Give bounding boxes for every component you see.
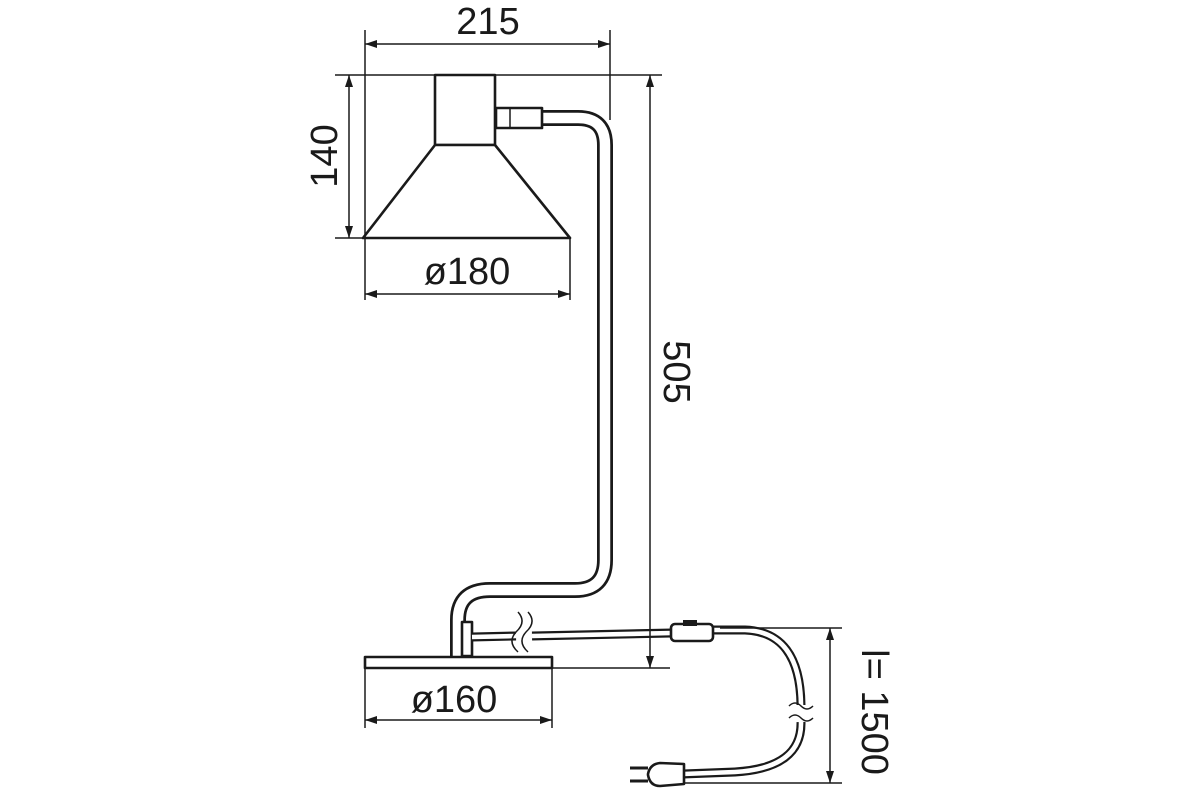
power-plug bbox=[630, 761, 686, 788]
lamp-base bbox=[363, 655, 554, 670]
dimension-base-diameter: ø160 bbox=[365, 679, 552, 724]
cord-length-label: l= 1500 bbox=[853, 649, 895, 775]
cord-entry bbox=[460, 620, 474, 658]
lamp-socket bbox=[433, 73, 497, 147]
dimension-shade-height: 140 bbox=[304, 75, 353, 238]
inline-switch bbox=[669, 620, 715, 643]
dimension-overall-width: 215 bbox=[365, 1, 610, 48]
lamp-arm bbox=[450, 110, 613, 658]
dimension-cord-length: l= 1500 bbox=[826, 628, 895, 783]
base-diameter-label: ø160 bbox=[411, 679, 498, 721]
lamp-shade bbox=[361, 143, 572, 240]
dimension-overall-height: 505 bbox=[646, 75, 697, 668]
shade-height-label: 140 bbox=[304, 124, 346, 187]
dimension-shade-diameter: ø180 bbox=[365, 251, 570, 298]
overall-height-label: 505 bbox=[655, 340, 697, 403]
arm-joint bbox=[494, 106, 544, 130]
lamp-head bbox=[361, 73, 572, 240]
cord-break-marks bbox=[511, 611, 814, 722]
shade-diameter-label: ø180 bbox=[424, 251, 511, 293]
extension-lines bbox=[335, 30, 842, 784]
overall-width-label: 215 bbox=[456, 1, 519, 43]
